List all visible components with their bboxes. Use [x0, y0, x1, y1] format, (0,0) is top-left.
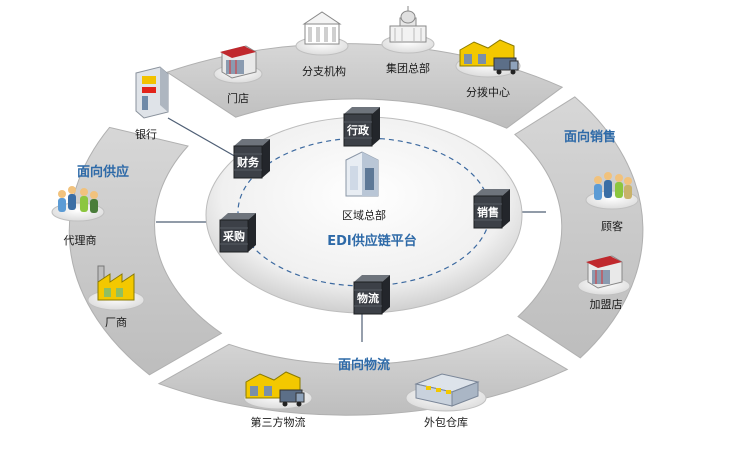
platform: 区域总部 EDI供应链平台	[205, 116, 523, 314]
warehouse-icon	[414, 373, 480, 407]
node-group-hq: 集团总部	[381, 6, 435, 75]
cube-admin-label: 行政	[346, 123, 370, 137]
node-branch-label: 分支机构	[302, 64, 346, 78]
cube-finance: 财务	[233, 139, 270, 179]
warehouse-truck-icon	[459, 39, 519, 75]
node-branch: 分支机构	[295, 11, 349, 78]
store-icon	[586, 255, 623, 289]
node-customer: 顾客	[585, 172, 639, 233]
segment-left	[68, 126, 223, 376]
connector-bank	[167, 117, 239, 159]
section-supply-title: 面向供应	[77, 164, 129, 180]
cube-purchase-label: 采购	[222, 229, 245, 243]
node-warehouse-label: 外包仓库	[424, 415, 468, 429]
people-icon	[594, 172, 632, 200]
node-agent: 代理商	[51, 186, 105, 247]
bank-building-icon	[302, 11, 342, 45]
node-distribution: 分拨中心	[455, 39, 521, 99]
node-third-party-label: 第三方物流	[251, 415, 306, 429]
node-warehouse: 外包仓库	[405, 373, 487, 429]
node-distribution-label: 分拨中心	[466, 85, 510, 99]
factory-icon	[97, 265, 135, 301]
cube-sales: 销售	[473, 189, 510, 229]
cube-admin: 行政	[343, 107, 380, 147]
node-customer-label: 顾客	[601, 219, 623, 233]
node-franchise-label: 加盟店	[590, 297, 623, 311]
node-bank-label: 银行	[135, 127, 157, 141]
node-store: 门店	[213, 45, 263, 105]
cube-finance-label: 财务	[236, 155, 260, 169]
cube-logistics-label: 物流	[357, 291, 379, 305]
platform-hq-label: 区域总部	[342, 208, 386, 222]
node-agent-label: 代理商	[64, 233, 97, 247]
cube-sales-label: 销售	[477, 205, 499, 219]
people-icon	[58, 186, 98, 213]
node-franchise: 加盟店	[577, 255, 631, 311]
bank-card-icon	[135, 66, 169, 119]
node-bank: 银行	[135, 66, 169, 141]
node-factory-label: 厂商	[105, 315, 127, 329]
segment-bottom	[157, 333, 569, 416]
node-store-label: 门店	[227, 91, 249, 105]
section-sales-title: 面向销售	[564, 129, 616, 145]
node-third-party: 第三方物流	[243, 371, 313, 429]
section-logistics-title: 面向物流	[338, 357, 390, 373]
store-icon	[220, 45, 257, 79]
platform-title: EDI供应链平台	[327, 233, 417, 249]
node-factory: 厂商	[87, 265, 145, 329]
capitol-icon	[389, 6, 427, 43]
cube-logistics: 物流	[353, 275, 390, 315]
building-icon	[345, 151, 379, 197]
cube-purchase: 采购	[219, 213, 256, 253]
warehouse-truck-icon	[245, 371, 305, 407]
node-group-hq-label: 集团总部	[386, 61, 430, 75]
